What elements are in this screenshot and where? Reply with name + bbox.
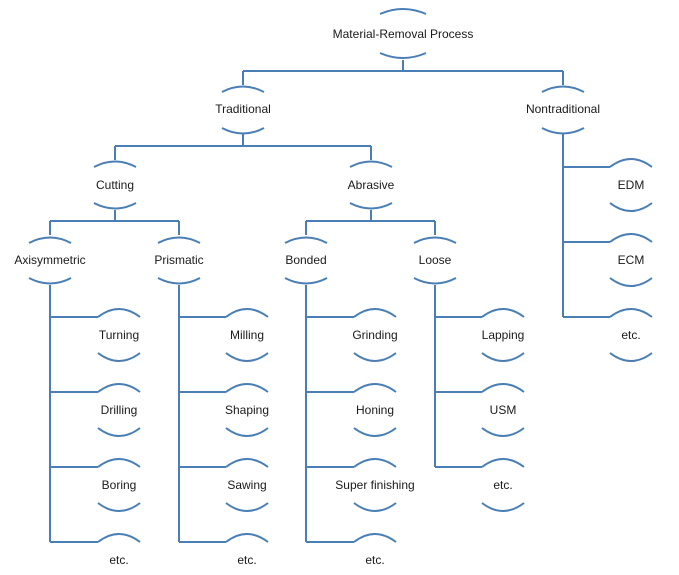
leaf-honing: Honing <box>353 383 397 437</box>
node-axisymmetric: Axisymmetric <box>14 236 86 285</box>
leaf-loose-etc-label: etc. <box>493 478 512 492</box>
leaf-turning-label: Turning <box>99 328 139 342</box>
connector-nontraditional <box>562 134 610 318</box>
leaf-grinding-label: Grinding <box>352 328 397 342</box>
leaf-loose-etc: etc. <box>481 458 525 512</box>
leaf-lapping: Lapping <box>481 308 525 362</box>
connector-bonded <box>305 285 354 543</box>
connector-cutting <box>49 210 180 235</box>
leaf-usm-label: USM <box>490 403 517 417</box>
leaf-super-finishing: Super finishing <box>335 458 415 512</box>
leaf-usm: USM <box>481 383 525 437</box>
connector-prismatic <box>178 285 226 543</box>
node-nontraditional: Nontraditional <box>526 85 600 135</box>
connector-lines <box>49 60 610 543</box>
node-root-label: Material-Removal Process <box>333 27 474 41</box>
node-traditional-label: Traditional <box>215 102 271 116</box>
leaf-axisymmetric-etc: etc. <box>97 533 141 567</box>
leaf-prismatic-etc-label: etc. <box>237 553 256 567</box>
leaf-super-finishing-label: Super finishing <box>335 478 414 492</box>
node-bonded: Bonded <box>284 236 328 285</box>
leaf-grinding: Grinding <box>352 308 398 362</box>
leaf-bonded-etc: etc. <box>353 533 397 567</box>
leaf-boring-label: Boring <box>102 478 137 492</box>
leaf-turning: Turning <box>97 308 141 362</box>
leaf-ecm-label: ECM <box>618 253 645 267</box>
node-loose-label: Loose <box>419 253 452 267</box>
node-nontraditional-label: Nontraditional <box>526 102 600 116</box>
node-abrasive: Abrasive <box>348 160 395 210</box>
node-traditional: Traditional <box>215 85 271 135</box>
connector-loose <box>434 285 482 468</box>
node-loose: Loose <box>413 236 457 285</box>
connector-root <box>242 60 564 85</box>
leaf-boring: Boring <box>97 458 141 512</box>
leaf-edm: EDM <box>609 158 653 212</box>
leaf-ecm: ECM <box>609 233 653 287</box>
connector-traditional <box>114 134 372 160</box>
leaf-nontraditional-etc: etc. <box>609 308 653 362</box>
node-cutting-label: Cutting <box>96 178 134 192</box>
node-prismatic-label: Prismatic <box>154 253 203 267</box>
leaf-lapping-label: Lapping <box>482 328 525 342</box>
leaf-nontraditional-etc-label: etc. <box>621 328 640 342</box>
leaf-prismatic-etc: etc. <box>225 533 269 567</box>
leaf-milling-label: Milling <box>230 328 264 342</box>
node-abrasive-label: Abrasive <box>348 178 395 192</box>
leaf-sawing: Sawing <box>225 458 269 512</box>
leaf-honing-label: Honing <box>356 403 394 417</box>
leaf-sawing-label: Sawing <box>227 478 266 492</box>
node-bonded-label: Bonded <box>285 253 326 267</box>
node-axisymmetric-label: Axisymmetric <box>14 253 85 267</box>
leaf-edm-label: EDM <box>618 178 645 192</box>
leaf-shaping-label: Shaping <box>225 403 269 417</box>
node-cutting: Cutting <box>93 160 137 210</box>
node-root: Material-Removal Process <box>333 8 474 59</box>
connector-axisymmetric <box>49 285 98 543</box>
connector-abrasive <box>305 210 436 235</box>
leaf-drilling: Drilling <box>97 383 141 437</box>
leaf-shaping: Shaping <box>225 383 269 437</box>
leaf-axisymmetric-etc-label: etc. <box>109 553 128 567</box>
leaf-milling: Milling <box>225 308 269 362</box>
leaf-bonded-etc-label: etc. <box>365 553 384 567</box>
node-prismatic: Prismatic <box>154 236 204 285</box>
leaf-drilling-label: Drilling <box>101 403 138 417</box>
